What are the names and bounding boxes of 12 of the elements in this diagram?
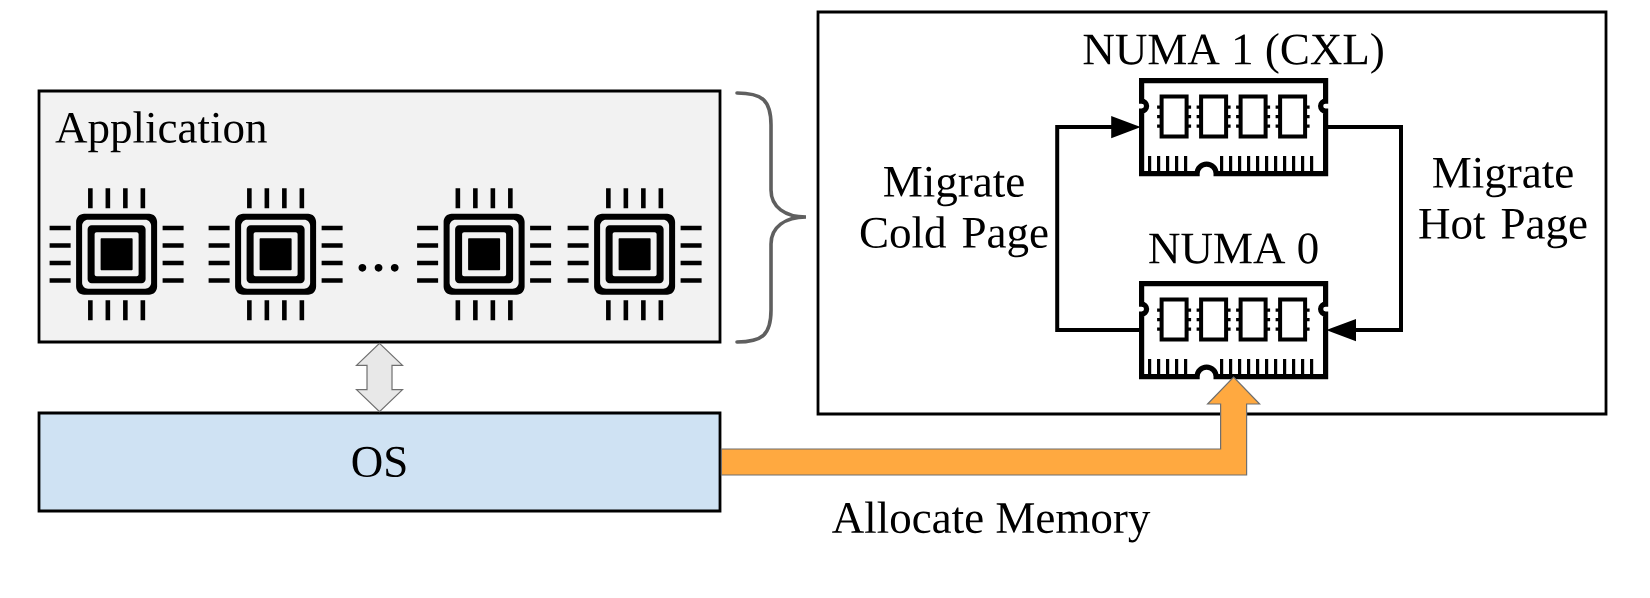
module-label: NUMA 0 [1149, 233, 1318, 264]
frame-box [816, 10, 1608, 416]
block-arrow [720, 376, 1262, 476]
edge-label: Migrate Hot Page [1413, 155, 1593, 251]
block-arrow [355, 342, 404, 413]
process-box: OS [37, 411, 722, 513]
arrow [1326, 125, 1403, 342]
edge-label: Migrate Cold Page [854, 164, 1054, 260]
ellipsis: … [358, 263, 399, 272]
edge-label: Allocate Memory [829, 499, 1153, 545]
arrow [1055, 116, 1142, 333]
module-label: NUMA 1 (CXL) [1083, 32, 1383, 74]
